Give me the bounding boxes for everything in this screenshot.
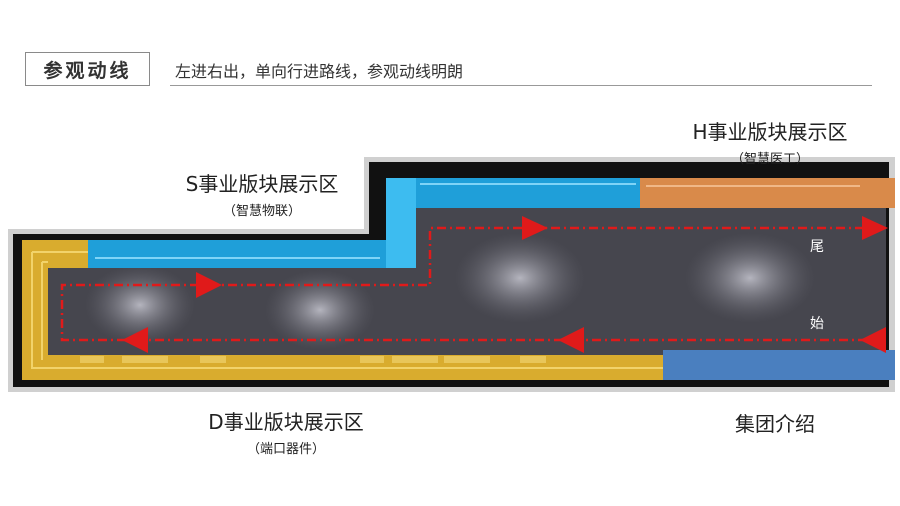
zone-d-booth	[122, 356, 168, 363]
zone-s-area	[88, 178, 640, 268]
zone-s-trim	[386, 178, 416, 268]
zone-s-sub: （智慧物联）	[222, 204, 301, 219]
route-arrow	[522, 216, 548, 240]
header-divider	[170, 85, 872, 86]
zone-d-area	[22, 240, 663, 380]
zone-d-sub: （端口器件）	[246, 442, 325, 457]
zone-d-booth	[520, 356, 546, 363]
zone-d-booth	[80, 356, 104, 363]
floor-spotlight	[455, 233, 585, 323]
visitor-route	[60, 226, 886, 342]
route-end-marker: 尾	[810, 239, 824, 255]
zone-d-booth	[360, 356, 384, 363]
zone-d-booth	[200, 356, 226, 363]
route-arrow	[122, 327, 148, 353]
zone-group-name: 集团介绍	[735, 412, 815, 436]
zone-d-booth	[444, 356, 490, 363]
section-title: 参观动线	[25, 52, 150, 86]
zone-d-inner-line	[41, 261, 48, 360]
zone-h-label: H事业版块展示区 （智慧医工）	[670, 116, 870, 167]
route-start-marker: 始	[810, 316, 824, 332]
zone-h-area	[640, 178, 895, 208]
route-arrow	[196, 272, 222, 298]
route-arrow	[860, 327, 886, 353]
floor-spotlight	[685, 233, 815, 323]
zone-group-label: 集团介绍	[710, 408, 840, 437]
floor-spotlight	[265, 270, 375, 350]
zone-h-name: H事业版块展示区	[692, 120, 848, 144]
zone-s-name: S事业版块展示区	[185, 172, 339, 196]
route-arrow	[558, 327, 584, 353]
zone-d-name: D事业版块展示区	[208, 410, 364, 434]
floor-spotlight	[85, 265, 195, 345]
zone-group-area	[663, 350, 895, 380]
zone-d-label: D事业版块展示区 （端口器件）	[186, 406, 386, 457]
zone-h-sub: （智慧医工）	[730, 152, 809, 167]
zone-s-label: S事业版块展示区 （智慧物联）	[162, 168, 362, 219]
zone-d-inner-line	[31, 251, 663, 369]
section-subtitle: 左进右出，单向行进路线，参观动线明朗	[175, 62, 464, 81]
zone-d-booth	[392, 356, 438, 363]
route-arrow	[862, 216, 888, 240]
